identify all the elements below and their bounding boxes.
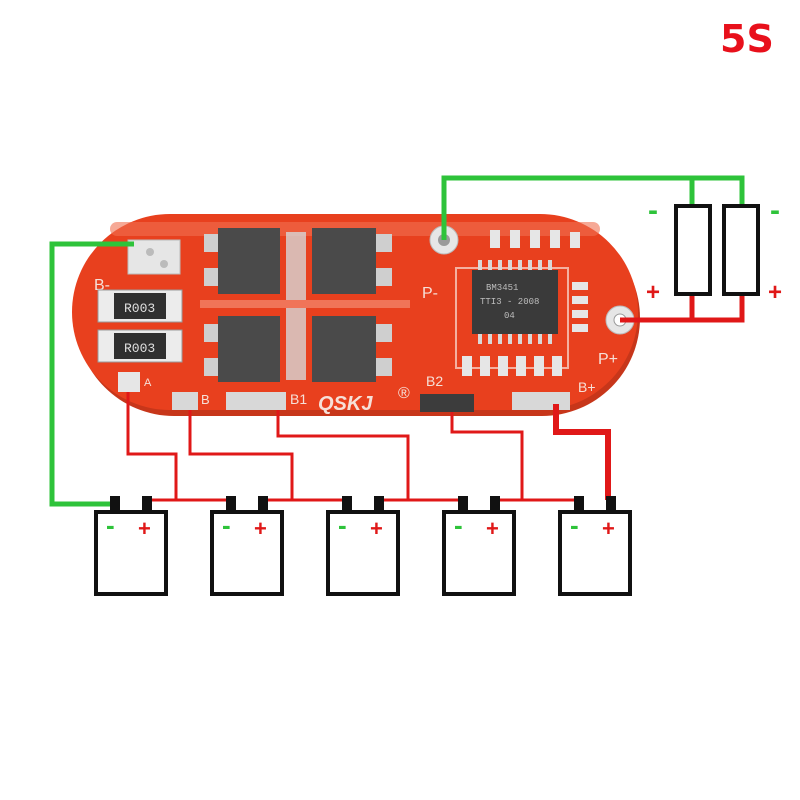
wire-b-plus <box>553 404 611 500</box>
pad-b2 <box>420 394 474 412</box>
mosfet-3 <box>204 316 280 382</box>
b-minus-hole <box>146 248 154 256</box>
load-plus-left: + <box>646 279 660 306</box>
battery-terminal-negative <box>226 496 236 512</box>
ic-pins <box>478 260 552 344</box>
battery-body <box>442 510 516 596</box>
mosfet-2 <box>312 228 392 294</box>
protection-board: B- R003 R003 <box>72 214 640 416</box>
ic-text-line-3: 04 <box>504 311 515 321</box>
battery-terminal-negative <box>458 496 468 512</box>
label-p-minus: P- <box>422 285 438 302</box>
battery-body <box>210 510 284 596</box>
battery-plus-sign: + <box>138 516 151 541</box>
title-label: 5S <box>720 17 774 61</box>
battery-minus-sign: - <box>106 510 115 540</box>
sense-resistor-2-body <box>114 333 166 359</box>
sense-resistor-2-code: R003 <box>124 341 155 356</box>
load-plus-right: + <box>768 279 782 306</box>
brand-logo: QSKJ <box>318 393 373 415</box>
battery-cell: -+ <box>210 496 284 596</box>
label-b: B <box>201 392 210 407</box>
battery-terminal-negative <box>342 496 352 512</box>
mosfet-1 <box>204 228 280 294</box>
pad-b-plus <box>512 392 570 410</box>
battery-terminal-positive <box>606 496 616 512</box>
pad-b1 <box>226 392 286 410</box>
battery-cell: -+ <box>94 496 168 596</box>
ic-text-line-1: BM3451 <box>486 283 518 293</box>
battery-minus-sign: - <box>338 510 347 540</box>
ic-chip <box>472 270 558 334</box>
battery-plus-sign: + <box>602 516 615 541</box>
b-minus-hole <box>160 260 168 268</box>
label-b2: B2 <box>426 373 443 389</box>
separator-line <box>200 300 410 308</box>
battery-terminal-negative <box>110 496 120 512</box>
wire-p-minus <box>441 175 745 240</box>
sense-resistor-1-body <box>114 293 166 319</box>
battery-minus-sign: - <box>570 510 579 540</box>
smd-row-top <box>490 230 580 248</box>
balance-wires <box>126 392 524 500</box>
label-a: A <box>144 377 152 389</box>
smd-right-column <box>572 282 588 332</box>
load-minus-left: - <box>648 194 658 227</box>
label-b-plus: B+ <box>578 379 596 395</box>
battery-plus-sign: + <box>486 516 499 541</box>
pad-b <box>172 392 198 410</box>
battery-terminal-positive <box>374 496 384 512</box>
label-p-plus: P+ <box>598 351 618 368</box>
label-b1: B1 <box>290 391 307 407</box>
battery-cells: -+-+-+-+-+ <box>94 496 632 596</box>
wire-p-plus <box>620 296 745 323</box>
battery-plus-sign: + <box>370 516 383 541</box>
battery-cell: -+ <box>558 496 632 596</box>
battery-terminal-positive <box>142 496 152 512</box>
b-minus-pad <box>127 239 181 275</box>
mosfet-4 <box>312 316 392 382</box>
battery-terminal-negative <box>574 496 584 512</box>
battery-body <box>94 510 168 596</box>
wire-b-minus <box>49 241 134 507</box>
load-minus-right: - <box>770 194 780 227</box>
sense-resistor-1-code: R003 <box>124 301 155 316</box>
ic-text-line-2: TTI3 - 2008 <box>480 297 539 307</box>
registered-mark: ® <box>398 385 410 402</box>
load-block: - - + + <box>646 194 782 306</box>
battery-cell: -+ <box>442 496 516 596</box>
battery-cell: -+ <box>326 496 400 596</box>
battery-minus-sign: - <box>222 510 231 540</box>
battery-terminal-positive <box>490 496 500 512</box>
load-element-2 <box>722 204 760 296</box>
smd-row-bottom <box>462 356 562 376</box>
battery-plus-sign: + <box>254 516 267 541</box>
battery-body <box>558 510 632 596</box>
battery-minus-sign: - <box>454 510 463 540</box>
battery-body <box>326 510 400 596</box>
pad-a <box>118 372 140 392</box>
load-element-1 <box>674 204 712 296</box>
battery-terminal-positive <box>258 496 268 512</box>
